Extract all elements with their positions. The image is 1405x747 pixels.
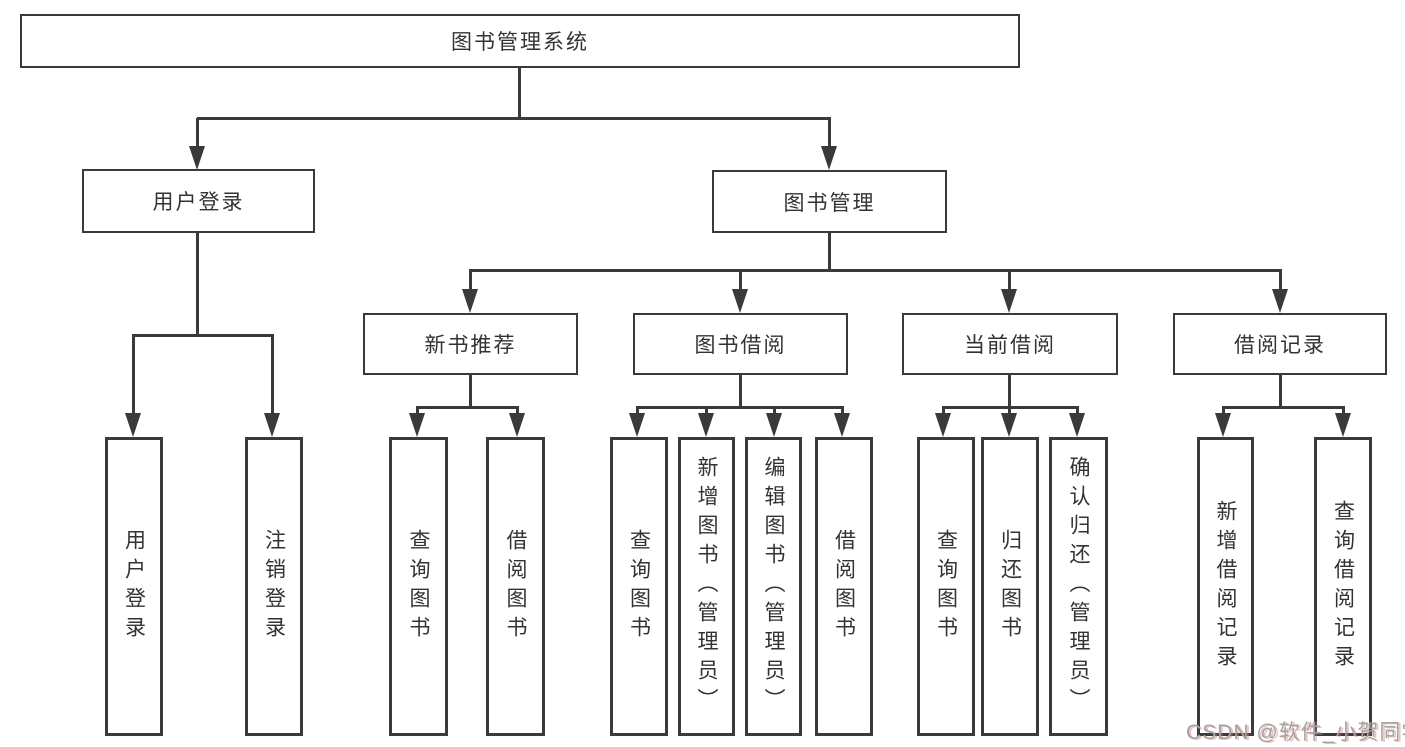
leaf-borrowing-query-books: 查询图书: [610, 437, 668, 736]
arrow-down-icon: [1001, 413, 1017, 437]
connector: [1279, 270, 1282, 290]
leaf-recommend-borrow-books-label: 借阅图书: [504, 528, 527, 645]
leaf-current-query-books-label: 查询图书: [934, 528, 958, 645]
leaf-recommend-query-books: 查询图书: [389, 437, 448, 736]
connector: [196, 233, 199, 335]
node-root-library-system: 图书管理系统: [20, 14, 1020, 68]
connector: [942, 407, 945, 415]
arrow-down-icon: [698, 413, 714, 437]
connector: [1279, 375, 1282, 407]
node-user-login-branch-label: 用户登录: [152, 191, 245, 214]
connector: [1008, 375, 1011, 407]
leaf-recommend-borrow-books: 借阅图书: [486, 437, 545, 736]
connector: [132, 335, 135, 413]
leaf-records-query-borrow-record-label: 查询借阅记录: [1331, 499, 1355, 674]
leaf-recommend-query-books-label: 查询图书: [407, 528, 430, 645]
arrow-down-icon: [766, 413, 782, 437]
arrow-down-icon: [732, 289, 748, 313]
node-book-management-branch: 图书管理: [712, 170, 947, 233]
connector: [828, 118, 831, 148]
connector: [469, 375, 472, 407]
arrow-down-icon: [509, 413, 525, 437]
leaf-user-login-label: 用户登录: [122, 528, 146, 645]
node-borrowing-records-label: 借阅记录: [1234, 334, 1326, 357]
connector: [516, 407, 519, 415]
leaf-current-confirm-return-admin: 确认归还（管理员）: [1049, 437, 1108, 736]
connector: [841, 407, 844, 415]
arrow-down-icon: [189, 146, 205, 170]
connector: [636, 406, 844, 409]
connector: [739, 270, 742, 290]
arrow-down-icon: [935, 413, 951, 437]
arrow-down-icon: [834, 413, 850, 437]
node-user-login-branch: 用户登录: [82, 169, 315, 233]
connector: [636, 407, 639, 415]
connector: [1222, 406, 1345, 409]
arrow-down-icon: [1335, 413, 1351, 437]
leaf-records-add-borrow-record: 新增借阅记录: [1197, 437, 1254, 736]
connector: [1008, 270, 1011, 290]
csdn-watermark: CSDN @软件_小贺同学: [1186, 721, 1405, 744]
arrow-down-icon: [125, 413, 141, 437]
leaf-user-login: 用户登录: [105, 437, 163, 736]
connector: [416, 406, 519, 409]
connector: [271, 335, 274, 413]
leaf-current-return-books: 归还图书: [981, 437, 1039, 736]
arrow-down-icon: [1215, 413, 1231, 437]
leaf-current-query-books: 查询图书: [917, 437, 975, 736]
leaf-borrowing-query-books-label: 查询图书: [627, 528, 651, 645]
arrow-down-icon: [264, 413, 280, 437]
connector: [197, 117, 831, 120]
node-new-book-recommend: 新书推荐: [363, 313, 578, 375]
arrow-down-icon: [1069, 413, 1085, 437]
leaf-logout: 注销登录: [245, 437, 303, 736]
arrow-down-icon: [629, 413, 645, 437]
connector: [469, 269, 1282, 272]
node-book-borrowing-label: 图书借阅: [694, 334, 787, 357]
connector: [739, 375, 742, 407]
leaf-records-add-borrow-record-label: 新增借阅记录: [1214, 499, 1237, 674]
arrow-down-icon: [409, 413, 425, 437]
leaf-logout-label: 注销登录: [262, 528, 286, 645]
arrow-down-icon: [462, 289, 478, 313]
connector: [1342, 407, 1345, 415]
connector: [469, 270, 472, 290]
leaf-borrowing-borrow-books-label: 借阅图书: [832, 528, 856, 645]
arrow-down-icon: [821, 146, 837, 170]
node-new-book-recommend-label: 新书推荐: [424, 334, 517, 357]
node-book-management-branch-label: 图书管理: [783, 191, 876, 215]
node-root-label: 图书管理系统: [451, 31, 589, 54]
connector: [518, 68, 521, 118]
leaf-borrowing-add-books-admin-label: 新增图书（管理员）: [695, 456, 718, 717]
leaf-current-return-books-label: 归还图书: [998, 528, 1022, 645]
arrow-down-icon: [1272, 289, 1288, 313]
node-borrowing-records: 借阅记录: [1173, 313, 1387, 375]
leaf-borrowing-edit-books-admin: 编辑图书（管理员）: [745, 437, 802, 736]
connector: [416, 407, 419, 415]
leaf-records-query-borrow-record: 查询借阅记录: [1314, 437, 1372, 736]
leaf-current-confirm-return-admin-label: 确认归还（管理员）: [1067, 456, 1090, 717]
node-book-borrowing: 图书借阅: [633, 313, 848, 375]
connector: [828, 233, 831, 270]
node-current-borrowing: 当前借阅: [902, 313, 1118, 375]
leaf-borrowing-borrow-books: 借阅图书: [815, 437, 873, 736]
connector: [773, 407, 776, 415]
leaf-borrowing-edit-books-admin-label: 编辑图书（管理员）: [762, 456, 785, 717]
arrow-down-icon: [1001, 289, 1017, 313]
node-current-borrowing-label: 当前借阅: [964, 334, 1056, 357]
connector: [705, 407, 708, 415]
leaf-borrowing-add-books-admin: 新增图书（管理员）: [678, 437, 735, 736]
connector: [132, 334, 274, 337]
connector: [1008, 407, 1011, 415]
connector: [1076, 407, 1079, 415]
connector: [1222, 407, 1225, 415]
connector: [196, 118, 199, 148]
